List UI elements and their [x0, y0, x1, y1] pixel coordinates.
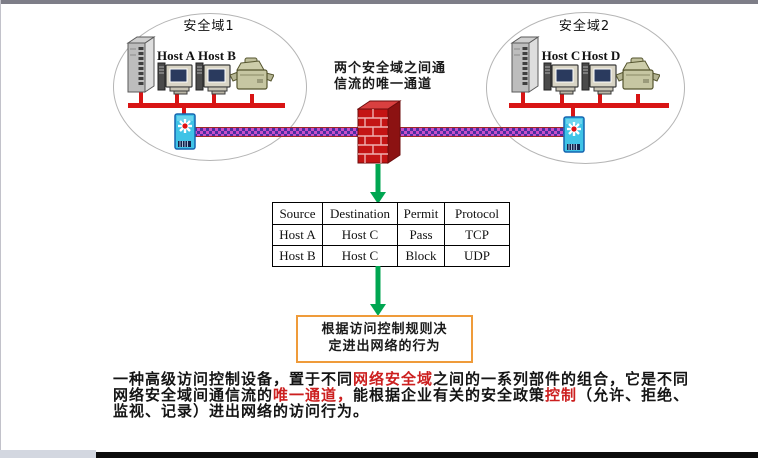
switch-icon-right [561, 116, 587, 154]
description-line-2: 网络安全域间通信流的唯一通道，能根据企业有关的安全政策控制（允许、拒绝、 [113, 387, 753, 403]
host-c-label: Host C [541, 48, 581, 63]
network-bus-left [128, 103, 285, 108]
firewall-caption-line1: 两个安全域之间通 [334, 61, 447, 76]
acl-table: Source Destination Permit Protocol Host … [272, 202, 510, 267]
bus-connector [560, 92, 564, 103]
acl-table-row: Host A Host C Pass TCP [272, 224, 510, 246]
bus-connector [521, 91, 525, 103]
acl-cell: Host C [322, 224, 398, 246]
window-top-edge [0, 0, 758, 4]
acl-header-source: Source [272, 202, 323, 225]
description-segment: 能根据企业有关的安全政策 [353, 386, 546, 404]
acl-table-header-row: Source Destination Permit Protocol [272, 202, 510, 225]
acl-cell: Host C [322, 245, 398, 267]
desktop-icon-host-b [195, 58, 231, 96]
bus-connector [139, 91, 143, 103]
acl-header-protocol: Protocol [444, 202, 510, 225]
firewall-caption-line2: 信流的唯一通道 [334, 77, 433, 92]
bus-connector [598, 92, 602, 103]
description-segment-highlight: 唯一通道， [273, 386, 354, 404]
bus-connector [175, 92, 179, 103]
firewall-icon [356, 100, 403, 166]
description-segment: （允许、拒绝、 [577, 386, 690, 404]
acl-cell: UDP [444, 245, 510, 267]
acl-cell: TCP [444, 224, 510, 246]
printer-icon-right [615, 56, 661, 98]
bus-connector [212, 92, 216, 103]
acl-cell: Host B [272, 245, 323, 267]
network-bus-right [509, 103, 669, 108]
bus-connector [250, 94, 254, 103]
switch-uplink-right [571, 108, 575, 117]
acl-cell: Block [397, 245, 445, 267]
description-line-3: 监视、记录）进出网络的访问行为。 [113, 403, 753, 419]
description-segment: 一种高级访问控制设备，置于不同 [113, 370, 354, 388]
security-domain-2-label: 安全域2 [558, 19, 611, 34]
security-domain-1-label: 安全域1 [183, 19, 235, 34]
description-line-1: 一种高级访问控制设备，置于不同网络安全域之间的一系列部件的组合，它是不同 [113, 371, 753, 387]
switch-uplink-left [182, 108, 186, 116]
down-arrow-icon-2 [370, 266, 386, 316]
acl-cell: Host A [272, 224, 323, 246]
server-icon-right [510, 36, 540, 94]
bottom-black-bar [96, 452, 758, 458]
window-left-edge [0, 0, 1, 458]
switch-icon-left [172, 113, 198, 151]
host-a-label: Host A [157, 48, 195, 63]
server-icon [126, 36, 156, 94]
acl-header-permit: Permit [397, 202, 445, 225]
firewall-caption: 两个安全域之间通 信流的唯一通道 [334, 61, 464, 93]
result-box: 根据访问控制规则决 定进出网络的行为 [296, 315, 473, 363]
host-d-label: Host D [581, 48, 621, 63]
result-box-line2: 定进出网络的行为 [328, 339, 441, 354]
description-segment-highlight: 控制 [545, 386, 578, 404]
desktop-icon-host-c [543, 58, 579, 96]
description-segment: 之间的一系列部件的组合，它是不同 [433, 370, 690, 388]
acl-header-destination: Destination [322, 202, 398, 225]
bottom-left-strip [0, 450, 96, 458]
printer-icon-left [229, 56, 275, 98]
acl-table-row: Host B Host C Block UDP [272, 245, 510, 267]
desktop-icon-host-a [157, 58, 193, 96]
description-segment: 监视、记录）进出网络的访问行为。 [113, 402, 370, 420]
description-segment: 网络安全域间通信流的 [113, 386, 274, 404]
desktop-icon-host-d [581, 58, 617, 96]
result-box-line1: 根据访问控制规则决 [321, 322, 448, 337]
down-arrow-icon-1 [370, 164, 386, 204]
acl-cell: Pass [397, 224, 445, 246]
host-b-label: Host B [198, 48, 236, 63]
description-segment-highlight: 网络安全域 [353, 370, 434, 388]
bus-connector [636, 94, 640, 103]
description-paragraph: 一种高级访问控制设备，置于不同网络安全域之间的一系列部件的组合，它是不同 网络安… [113, 371, 753, 419]
